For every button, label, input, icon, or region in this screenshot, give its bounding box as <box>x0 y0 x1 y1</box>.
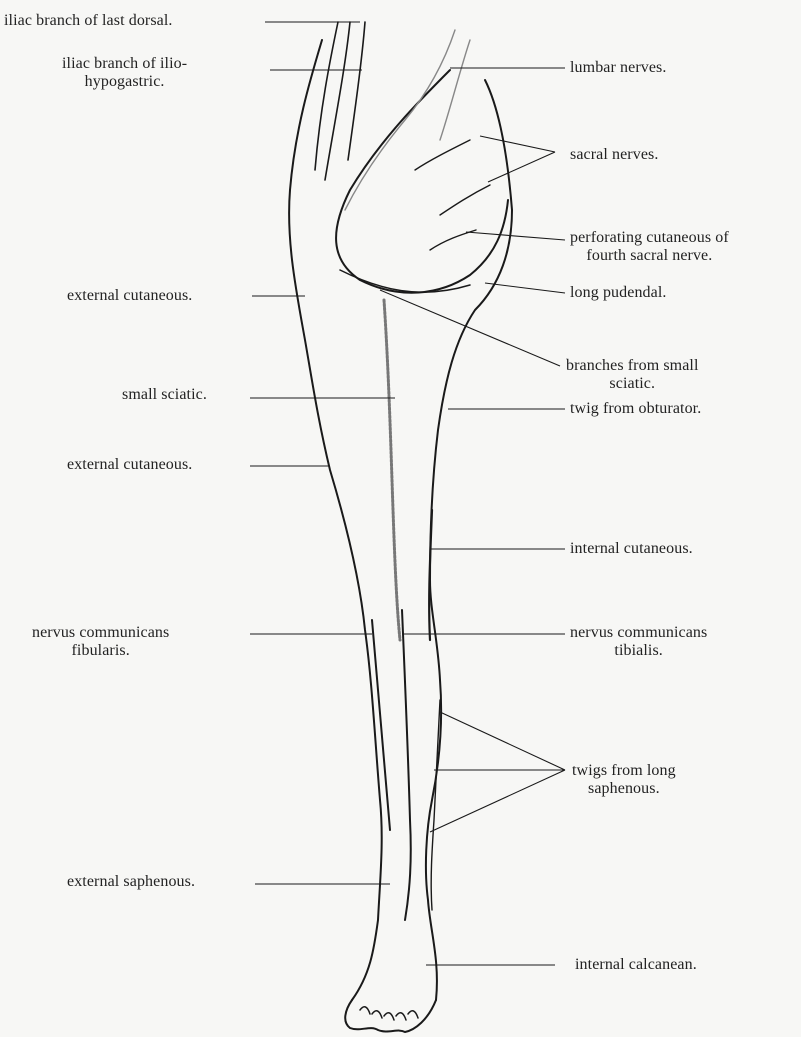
label-branches-line1: branches from small <box>566 357 699 375</box>
lumbar-nerve-branches <box>345 30 470 210</box>
label-nervus-communicans-fibularis: nervus communicans fibularis. <box>32 624 169 660</box>
label-branches-line2: sciatic. <box>566 375 699 393</box>
leader-sacral-2 <box>488 152 555 182</box>
label-iliac-last-dorsal: iliac branch of last dorsal. <box>4 12 173 30</box>
label-iliac-ilio-line1: iliac branch of ilio- <box>62 55 187 73</box>
label-internal-cutaneous: internal cutaneous. <box>570 540 693 558</box>
label-twigs-line1: twigs from long <box>572 762 676 780</box>
leader-perforating <box>466 232 565 240</box>
foot-outline <box>345 1000 436 1032</box>
label-branches-small-sciatic: branches from small sciatic. <box>566 357 699 393</box>
saphenous-twigs <box>431 700 440 910</box>
leader-twigs-saph-1 <box>440 712 565 770</box>
label-lumbar-nerves: lumbar nerves. <box>570 59 666 77</box>
iliac-nerves <box>315 22 365 180</box>
label-twig-obturator: twig from obturator. <box>570 400 701 418</box>
label-perforating-line1: perforating cutaneous of <box>570 229 729 247</box>
label-long-pudendal: long pudendal. <box>570 284 667 302</box>
label-perforating-line2: fourth sacral nerve. <box>570 247 729 265</box>
buttock-outline <box>336 70 508 293</box>
gluteal-fold <box>340 270 470 292</box>
label-iliac-ilio-line2: hypogastric. <box>62 73 187 91</box>
leader-twigs-saph-3 <box>430 770 565 832</box>
label-iliac-ilio-hypogastric: iliac branch of ilio- hypogastric. <box>62 55 187 91</box>
label-external-saphenous: external saphenous. <box>67 873 195 891</box>
label-nervus-communicans-tibialis: nervus communicans tibialis. <box>570 624 707 660</box>
label-comm-fib-line1: nervus communicans <box>32 624 169 642</box>
leader-branches-small <box>380 290 560 366</box>
label-sacral-nerves: sacral nerves. <box>570 146 658 164</box>
label-external-cutaneous-upper: external cutaneous. <box>67 287 192 305</box>
label-perforating-cutaneous: perforating cutaneous of fourth sacral n… <box>570 229 729 265</box>
label-comm-fib-line2: fibularis. <box>32 642 169 660</box>
label-internal-calcanean: internal calcanean. <box>575 956 697 974</box>
label-twigs-line2: saphenous. <box>572 780 676 798</box>
label-twigs-long-saphenous: twigs from long saphenous. <box>572 762 676 798</box>
leg-outline-left <box>289 40 382 1000</box>
label-small-sciatic: small sciatic. <box>122 386 207 404</box>
toes <box>360 1007 418 1020</box>
internal-cutaneous-nerve <box>429 510 432 640</box>
leader-long-pudendal <box>485 283 565 293</box>
small-sciatic-nerve <box>384 300 400 640</box>
label-comm-tib-line2: tibialis. <box>570 642 707 660</box>
leg-outline-right <box>426 80 512 1000</box>
label-external-cutaneous-lower: external cutaneous. <box>67 456 192 474</box>
leader-sacral-1 <box>480 136 555 152</box>
label-comm-tib-line1: nervus communicans <box>570 624 707 642</box>
